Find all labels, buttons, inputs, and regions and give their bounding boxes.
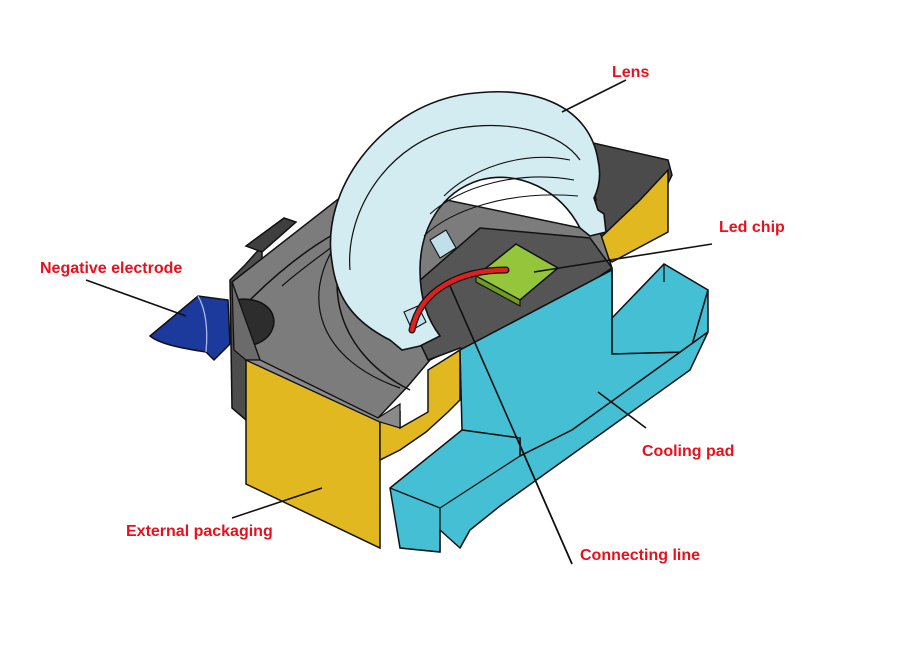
label-lens: Lens <box>612 64 649 81</box>
negative-electrode-fold <box>197 295 208 353</box>
leader-lens <box>561 79 627 113</box>
lens-inner-edge <box>349 125 581 271</box>
lens-window <box>403 229 457 331</box>
leader-connecting-line-2 <box>515 435 573 565</box>
label-led-chip: Led chip <box>719 219 785 236</box>
negative-electrode <box>148 295 231 362</box>
cooling-pad-edges <box>389 264 665 552</box>
label-cooling-pad: Cooling pad <box>642 443 734 460</box>
label-negative-electrode: Negative electrode <box>40 260 182 277</box>
leader-external-packaging <box>231 487 323 519</box>
housing-groove-inner <box>281 243 401 389</box>
housing-back-pin <box>244 217 298 253</box>
led-chip-side <box>475 274 521 308</box>
connecting-wire-core <box>409 267 509 333</box>
leader-negative-electrode <box>85 279 187 317</box>
leader-cooling-pad <box>597 391 647 429</box>
lens-inner-edge-2 <box>423 156 579 237</box>
label-connecting-line: Connecting line <box>580 547 700 564</box>
housing-front-step <box>245 359 401 429</box>
label-external-packaging: External packaging <box>126 523 273 540</box>
leader-led-chip <box>533 243 713 273</box>
